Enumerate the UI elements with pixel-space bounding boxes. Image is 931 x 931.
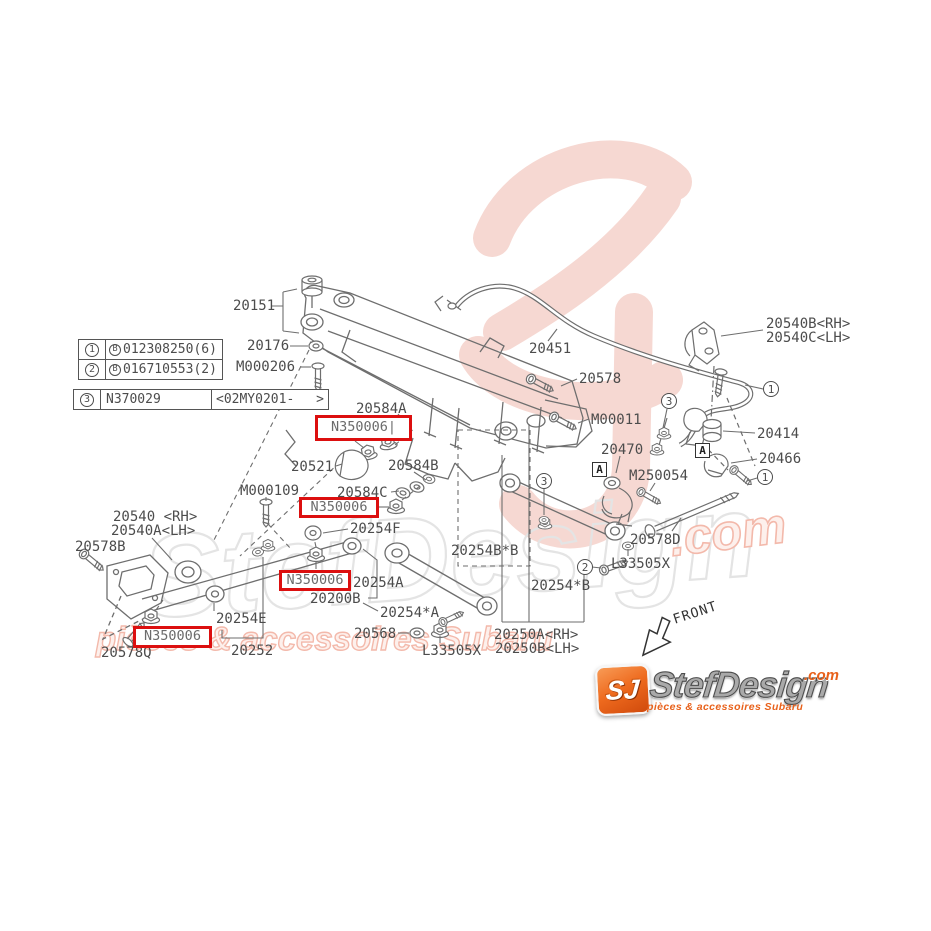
legend-row-3-part: N370029 xyxy=(101,390,212,409)
legend-row-1-callout: 1 xyxy=(79,340,106,359)
part-label: M00011 xyxy=(591,412,642,428)
part-label: 20578D xyxy=(630,532,681,548)
part-label: L33505X xyxy=(611,556,671,572)
part-label: 20252 xyxy=(231,643,274,659)
part-label: 20250A<RH> xyxy=(494,627,579,643)
site-logo: SJ StefDesign .com pièces & accessoires … xyxy=(590,658,870,720)
mount-cushion xyxy=(301,275,323,297)
crossmember xyxy=(284,284,593,482)
part-label: 20151 xyxy=(233,298,276,314)
part-label: M000109 xyxy=(240,483,300,499)
part-label: 20176 xyxy=(247,338,290,354)
part-label: 20584C xyxy=(337,485,388,501)
part-label: 20578 xyxy=(579,371,622,387)
part-label: 20414 xyxy=(757,426,800,442)
highlighted-part-number: N350006 xyxy=(299,497,379,518)
highlighted-part-number: N350006| xyxy=(315,415,412,441)
legend-row-2-part: B 016710553(2) xyxy=(106,363,222,376)
legend-part-number: 016710553(2) xyxy=(123,362,217,377)
part-label: 20200B xyxy=(310,591,361,607)
part-label: 20540 <RH> xyxy=(113,509,198,525)
part-label: 20254E xyxy=(216,611,267,627)
highlighted-part-number: N350006 xyxy=(279,570,351,591)
logo-brand-text: StefDesign xyxy=(647,663,831,705)
legend-row-2-callout: 2 xyxy=(79,360,106,379)
circled-letter-b: B xyxy=(109,363,121,376)
part-label: 20584B xyxy=(388,458,439,474)
part-label: 20254A xyxy=(353,575,404,591)
legend-row-3-range: <02MY0201- > xyxy=(212,393,328,406)
bracket-leader-lines xyxy=(212,349,585,639)
part-label: L33505X xyxy=(422,643,482,659)
callout-circle-1: 1 xyxy=(757,469,773,485)
part-label: 20470 xyxy=(601,442,644,458)
watermark-monogram xyxy=(459,140,692,549)
legend-part-number: 012308250(6) xyxy=(123,342,217,357)
part-label: 20568 xyxy=(354,626,397,642)
part-label: 20540A<LH> xyxy=(111,523,196,539)
part-label: 20578B xyxy=(75,539,126,555)
fasteners xyxy=(76,275,755,649)
part-label: 20540C<LH> xyxy=(766,330,851,346)
legend-row-1-part: B 012308250(6) xyxy=(106,343,222,356)
callout-box-a: A xyxy=(695,443,710,458)
callout-circle-1: 1 xyxy=(763,381,779,397)
part-label: M250054 xyxy=(629,468,689,484)
part-label: 20254*B xyxy=(531,578,591,594)
callout-box-a: A xyxy=(592,462,607,477)
part-label: 20254F xyxy=(350,521,401,537)
model-year-range-close: > xyxy=(316,392,324,407)
circled-number: 1 xyxy=(85,342,99,357)
callout-circle-3: 3 xyxy=(661,393,677,409)
legend-table-applicability: 3 N370029 <02MY0201- > xyxy=(73,389,329,410)
circled-letter-b: B xyxy=(109,343,121,356)
part-label: 20578Q xyxy=(101,645,152,661)
part-label: 20250B<LH> xyxy=(495,641,580,657)
part-label: 20466 xyxy=(759,451,802,467)
part-label: M000206 xyxy=(236,359,296,375)
front-arrow-glyph xyxy=(641,616,672,657)
legend-row-1: 1 B 012308250(6) xyxy=(79,340,222,359)
legend-part-number: N370029 xyxy=(106,392,161,407)
part-label: 20451 xyxy=(529,341,572,357)
part-label: 20521 xyxy=(291,459,334,475)
trailing-link-assembly xyxy=(101,537,362,641)
part-label: 20584A xyxy=(356,401,407,417)
legend-row-2: 2 B 016710553(2) xyxy=(79,359,222,379)
part-label: 20254*A xyxy=(380,605,440,621)
sj-monogram-icon: SJ xyxy=(594,663,652,717)
label-leader-lines xyxy=(151,288,764,643)
stabilizer-bar xyxy=(434,283,754,453)
part-label: 20254B*B xyxy=(451,543,519,559)
lateral-links xyxy=(384,473,626,616)
sj-monogram-text: SJ xyxy=(605,673,641,706)
part-label: 20540B<RH> xyxy=(766,316,851,332)
highlighted-part-number: N350006 xyxy=(133,626,212,648)
legend-row-3-callout: 3 xyxy=(74,390,101,409)
circled-number: 2 xyxy=(85,362,99,377)
legend-row-3: 3 N370029 <02MY0201- > xyxy=(74,390,328,409)
circled-number: 3 xyxy=(80,392,94,407)
model-year-range: <02MY0201- xyxy=(216,392,295,407)
logo-tld-text: .com xyxy=(804,667,840,684)
legend-table-fasteners: 1 B 012308250(6) 2 B 016710553(2) xyxy=(78,339,223,380)
right-side-hardware xyxy=(601,321,756,538)
callout-circle-2: 2 xyxy=(577,559,593,575)
callout-circle-3: 3 xyxy=(536,473,552,489)
logo-tagline-text: pièces & accessoires Subaru xyxy=(647,701,804,713)
